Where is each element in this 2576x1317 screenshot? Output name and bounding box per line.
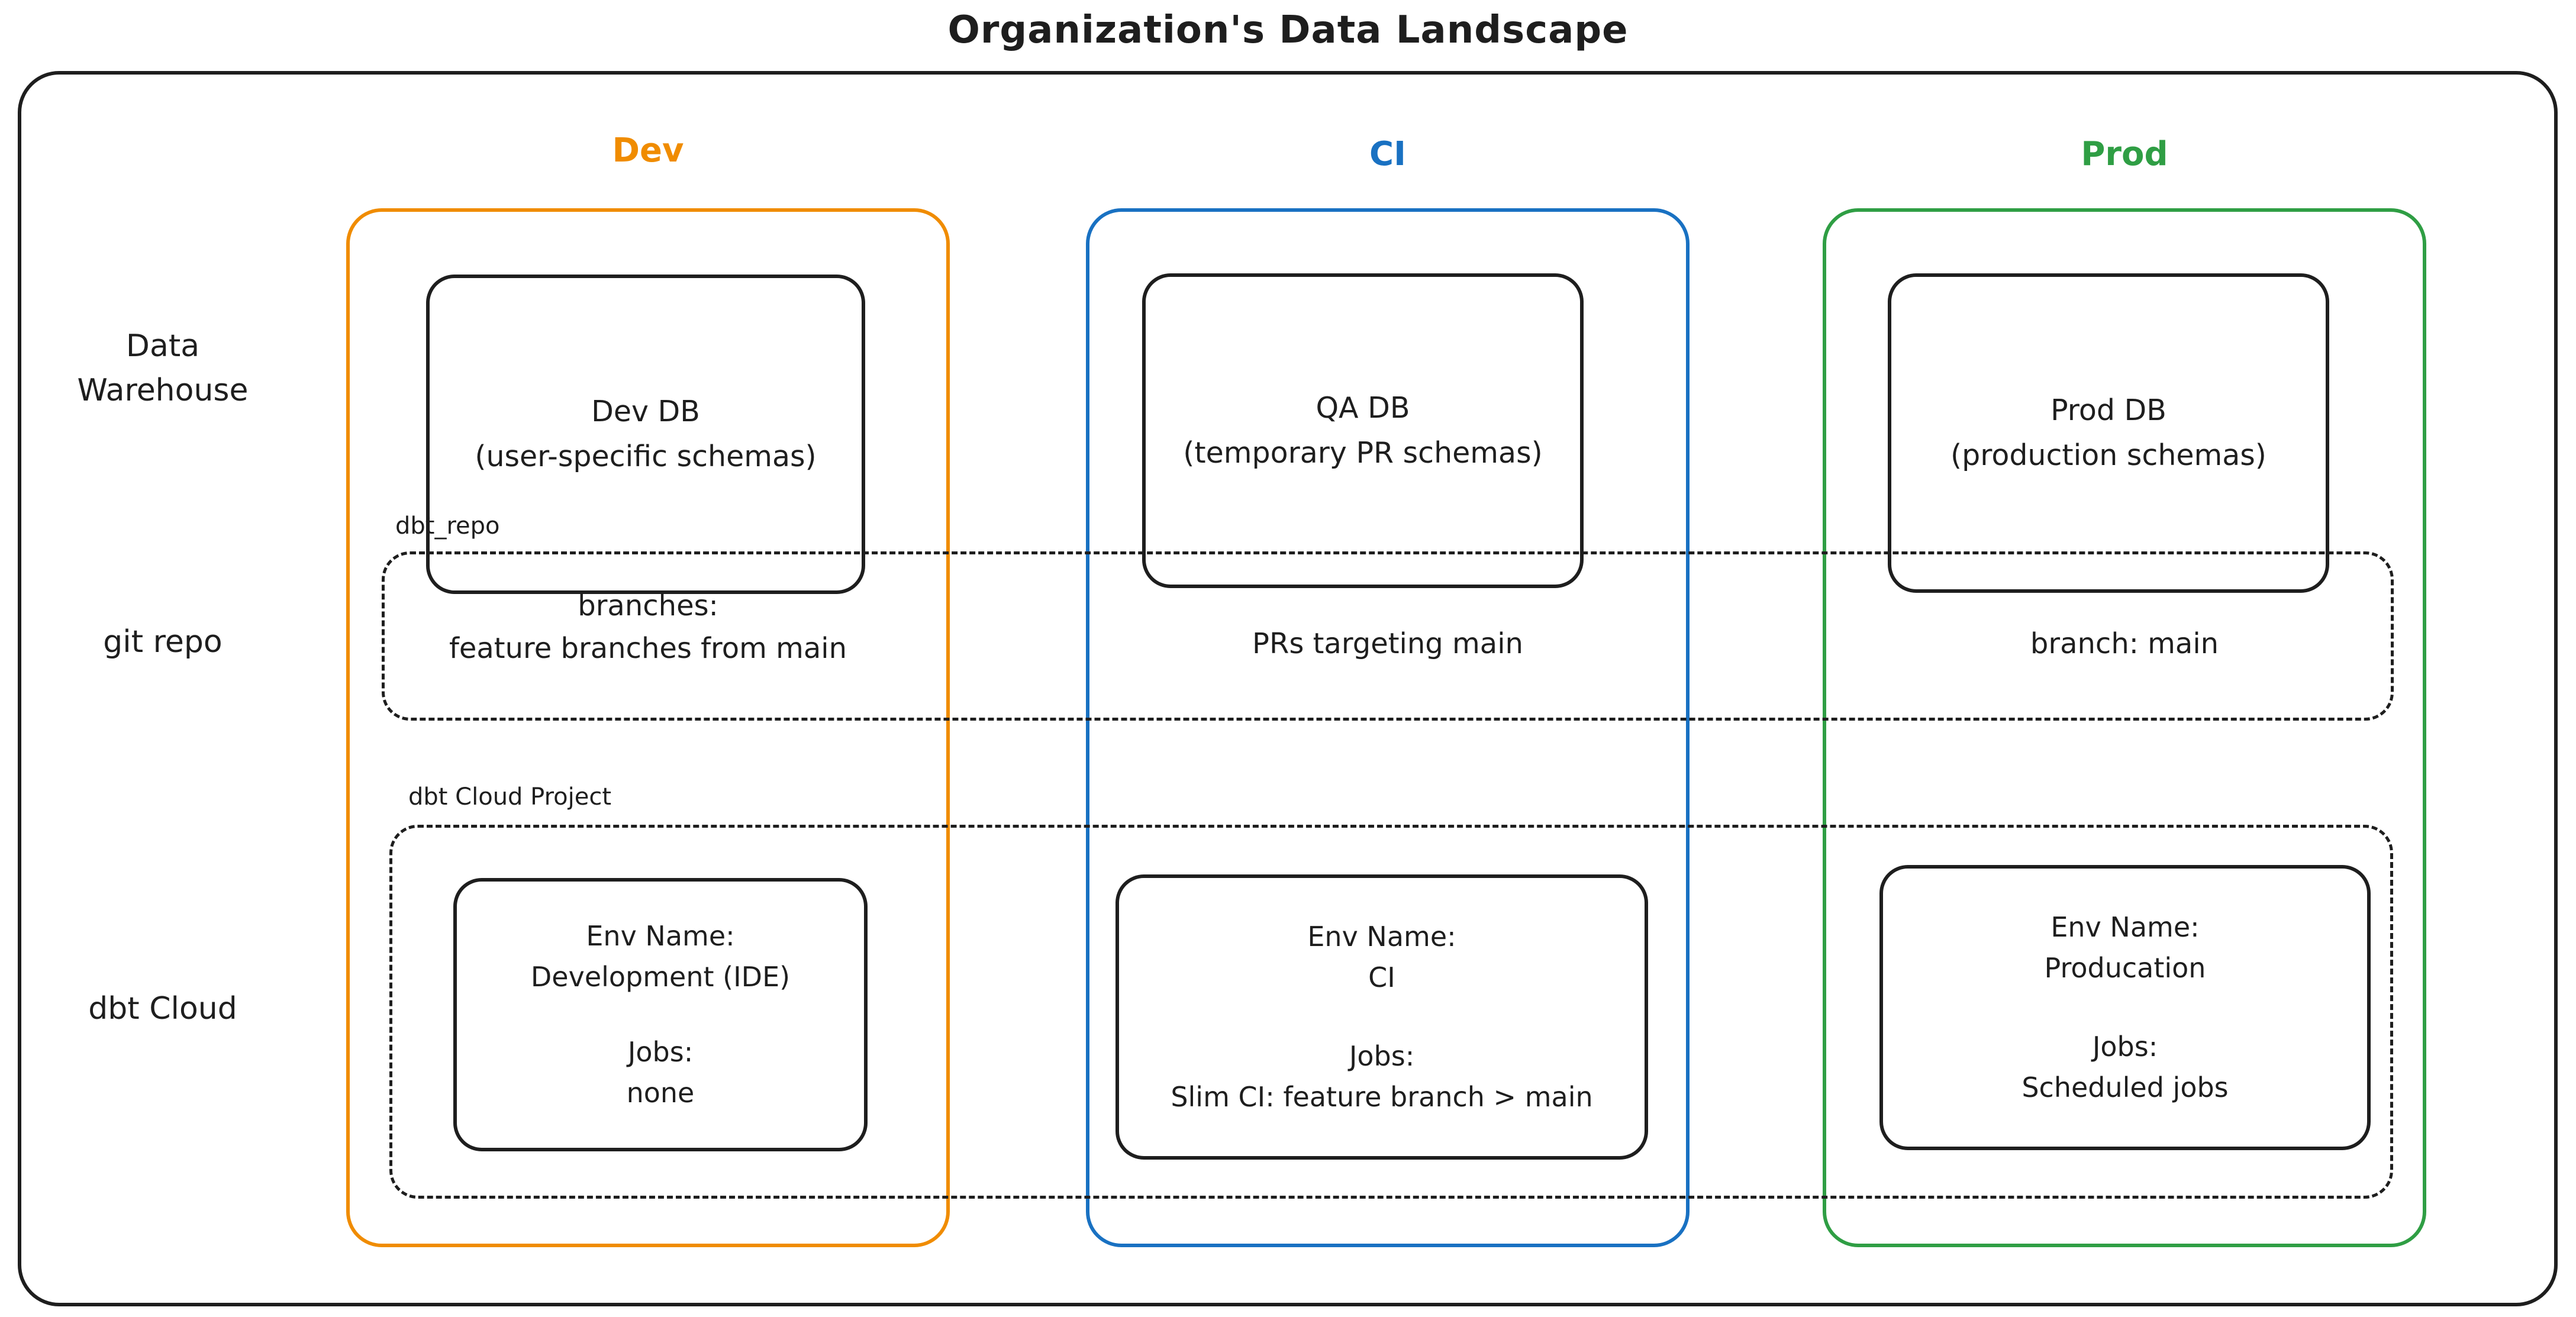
dev-column-box [346, 208, 950, 1247]
qa-db-text: QA DB (temporary PR schemas) [1183, 391, 1543, 470]
prod-env-name-group: Env Name: Producation [1883, 907, 2367, 989]
prod-db-text: Prod DB (production schemas) [1950, 393, 2267, 472]
dev-env-name-label: Env Name: [586, 920, 735, 952]
prod-env-name-value: Producation [2044, 951, 2206, 984]
dev-env-name-group: Env Name: Development (IDE) [457, 916, 864, 998]
column-header-ci: CI [1369, 135, 1406, 173]
dev-jobs-label: Jobs: [627, 1036, 694, 1068]
git-dev-text: branches: feature branches from main [449, 589, 847, 665]
git-ci-text: PRs targeting main [1252, 627, 1523, 660]
column-header-prod: Prod [2081, 135, 2168, 173]
git-repo-dashed-box [382, 551, 2394, 721]
prod-env-name-label: Env Name: [2051, 911, 2200, 943]
git-repo-container-label: dbt_repo [395, 512, 500, 540]
row-label-dbt-cloud: dbt Cloud [88, 991, 237, 1027]
qa-db-box: QA DB (temporary PR schemas) [1142, 273, 1584, 588]
prod-jobs-label: Jobs: [2092, 1031, 2158, 1063]
dev-db-text: Dev DB (user-specific schemas) [475, 395, 817, 473]
ci-env-name-label: Env Name: [1307, 920, 1456, 953]
prod-column-box [1823, 208, 2426, 1247]
ci-jobs-group: Jobs: Slim CI: feature branch > main [1119, 1036, 1645, 1118]
dev-jobs-group: Jobs: none [457, 1032, 864, 1113]
dev-jobs-value: none [626, 1077, 695, 1109]
prod-environment-box: Env Name: Producation Jobs: Scheduled jo… [1879, 865, 2371, 1150]
ci-jobs-label: Jobs: [1349, 1040, 1415, 1073]
ci-env-name-value: CI [1368, 961, 1395, 993]
ci-environment-box: Env Name: CI Jobs: Slim CI: feature bran… [1115, 874, 1648, 1160]
prod-jobs-value: Scheduled jobs [2022, 1071, 2229, 1104]
dev-env-name-value: Development (IDE) [530, 961, 791, 993]
git-prod-text: branch: main [2030, 627, 2219, 660]
ci-jobs-value: Slim CI: feature branch > main [1171, 1081, 1593, 1113]
dev-environment-box: Env Name: Development (IDE) Jobs: none [453, 878, 868, 1151]
dbt-cloud-project-container-label: dbt Cloud Project [408, 783, 612, 811]
dev-db-box: Dev DB (user-specific schemas) [426, 275, 865, 594]
diagram-outer-frame [18, 71, 2558, 1306]
ci-column-box [1086, 208, 1690, 1247]
dbt-cloud-project-dashed-box [389, 825, 2393, 1199]
ci-env-name-group: Env Name: CI [1119, 916, 1645, 998]
column-header-dev: Dev [612, 131, 684, 170]
prod-jobs-group: Jobs: Scheduled jobs [1883, 1027, 2367, 1108]
prod-db-box: Prod DB (production schemas) [1888, 273, 2329, 593]
page-title: Organization's Data Landscape [947, 8, 1629, 52]
row-label-data-warehouse: Data Warehouse [77, 328, 249, 409]
row-label-git-repo: git repo [103, 624, 223, 660]
